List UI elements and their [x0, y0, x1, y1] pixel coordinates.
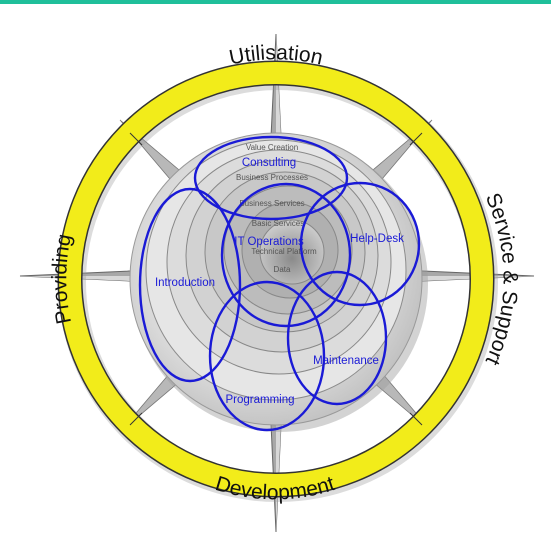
layer-label-business-services: Business Services — [239, 199, 304, 208]
programming-label: Programming — [225, 394, 294, 406]
layer-label-business-processes: Business Processes — [236, 173, 308, 182]
layer-label-value-creation: Value Creation — [246, 143, 298, 152]
layer-label-data: Data — [274, 265, 291, 274]
consulting-label: Consulting — [242, 157, 296, 169]
layer-label-basic-services: Basic Services — [252, 219, 304, 228]
help-desk-label: Help-Desk — [350, 233, 404, 245]
layer-label-technical-platform: Technical Platform — [251, 247, 317, 256]
introduction-label: Introduction — [155, 277, 215, 289]
maintenance-label: Maintenance — [313, 355, 379, 367]
it-operations-label: IT Operations — [234, 236, 304, 248]
